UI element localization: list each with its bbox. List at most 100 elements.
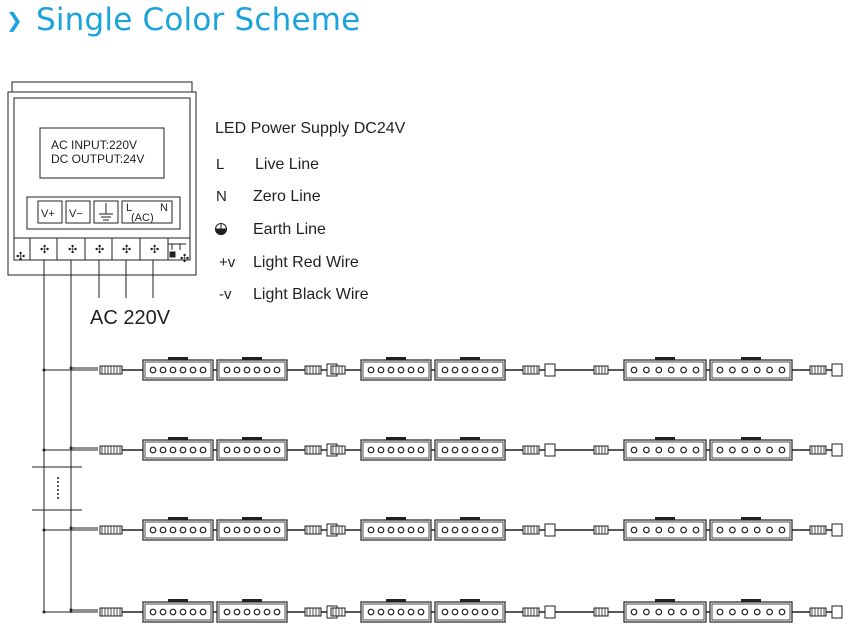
- led-dot: [263, 608, 271, 616]
- led-dot: [377, 366, 385, 374]
- led-dot: [169, 608, 177, 616]
- terminal-l: L: [126, 202, 132, 214]
- led-dot: [149, 446, 157, 454]
- continuation-dots: [57, 477, 59, 499]
- light-bar: [360, 437, 432, 461]
- led-dot: [461, 446, 469, 454]
- led-dot: [417, 526, 425, 534]
- led-dot: [149, 366, 157, 374]
- legend-text-earth: Earth Line: [253, 221, 326, 238]
- power-supply: [7, 81, 197, 276]
- light-bar: [434, 599, 506, 623]
- light-bar: [142, 437, 214, 461]
- led-dot: [407, 526, 415, 534]
- led-dot: [630, 366, 638, 374]
- led-dot: [273, 446, 281, 454]
- light-bar: [216, 599, 288, 623]
- legend-symbol-live: L: [216, 156, 224, 173]
- led-dot: [169, 446, 177, 454]
- led-dot: [729, 446, 736, 454]
- led-dot: [491, 526, 499, 534]
- psu-input-label: AC INPUT:220V: [51, 138, 137, 152]
- led-dot: [680, 446, 687, 454]
- led-dot: [253, 526, 261, 534]
- led-dot: [716, 446, 724, 454]
- title-text: Single Color Scheme: [35, 2, 361, 38]
- led-dot: [263, 446, 271, 454]
- light-bar: [623, 599, 707, 623]
- light-bar: [360, 357, 432, 381]
- connector-plug: [544, 523, 556, 537]
- led-dot: [766, 526, 773, 534]
- led-dot: [667, 446, 675, 454]
- terminal-n: N: [160, 202, 168, 214]
- led-dot: [387, 366, 395, 374]
- led-dot: [273, 366, 281, 374]
- page-title: ❯ Single Color Scheme: [6, 0, 360, 40]
- led-dot: [199, 526, 207, 534]
- earth-icon: [214, 223, 228, 235]
- led-dot: [729, 608, 736, 616]
- led-dot: [199, 608, 207, 616]
- led-dot: [233, 366, 241, 374]
- led-dot: [377, 608, 385, 616]
- led-dot: [630, 608, 638, 616]
- connector-plug: [831, 523, 843, 537]
- light-bar: [216, 357, 288, 381]
- connector-plug: [831, 605, 843, 619]
- led-dot: [417, 366, 425, 374]
- light-row: [42, 599, 843, 623]
- svg-text:✣: ✣: [68, 244, 77, 256]
- led-dot: [189, 608, 197, 616]
- led-dot: [179, 608, 187, 616]
- light-bar: [142, 599, 214, 623]
- svg-text:✣: ✣: [40, 244, 49, 256]
- led-dot: [481, 608, 489, 616]
- legend-symbol-plusv: +v: [219, 254, 236, 271]
- led-dot: [630, 446, 638, 454]
- led-dot: [778, 608, 786, 616]
- led-dot: [630, 526, 638, 534]
- led-dot: [667, 366, 675, 374]
- connector-plug: [544, 363, 556, 377]
- led-dot: [263, 526, 271, 534]
- led-dot: [159, 526, 167, 534]
- led-dot: [407, 366, 415, 374]
- psu-output-label: DC OUTPUT:24V: [51, 152, 144, 166]
- light-bar: [709, 357, 793, 381]
- light-bar: [360, 517, 432, 541]
- led-dot: [766, 608, 773, 616]
- terminal-screws: ✣✣✣ ✣✣ ✣✣: [16, 244, 189, 265]
- led-dot: [461, 366, 469, 374]
- junction-dot: [69, 446, 73, 450]
- led-dot: [273, 526, 281, 534]
- led-dot: [680, 526, 687, 534]
- led-dot: [716, 526, 724, 534]
- bus-wires: [32, 260, 82, 613]
- led-dot: [655, 608, 663, 616]
- light-bar: [434, 357, 506, 381]
- junction-dot: [42, 610, 46, 614]
- led-dot: [741, 526, 749, 534]
- led-dot: [189, 526, 197, 534]
- led-dot: [667, 526, 675, 534]
- connector-plug: [544, 605, 556, 619]
- led-dot: [407, 446, 415, 454]
- led-dot: [753, 526, 761, 534]
- light-bar: [216, 437, 288, 461]
- led-dot: [471, 446, 479, 454]
- led-dot: [451, 608, 459, 616]
- led-dot: [169, 526, 177, 534]
- light-bar: [623, 357, 707, 381]
- led-dot: [263, 366, 271, 374]
- legend-text-black: Light Black Wire: [253, 286, 369, 303]
- led-dot: [680, 366, 687, 374]
- led-dot: [643, 526, 650, 534]
- led-dot: [741, 366, 749, 374]
- led-dot: [741, 608, 749, 616]
- led-dot: [766, 366, 773, 374]
- light-bar: [709, 437, 793, 461]
- led-dot: [491, 446, 499, 454]
- led-dot: [407, 608, 415, 616]
- led-dot: [243, 366, 251, 374]
